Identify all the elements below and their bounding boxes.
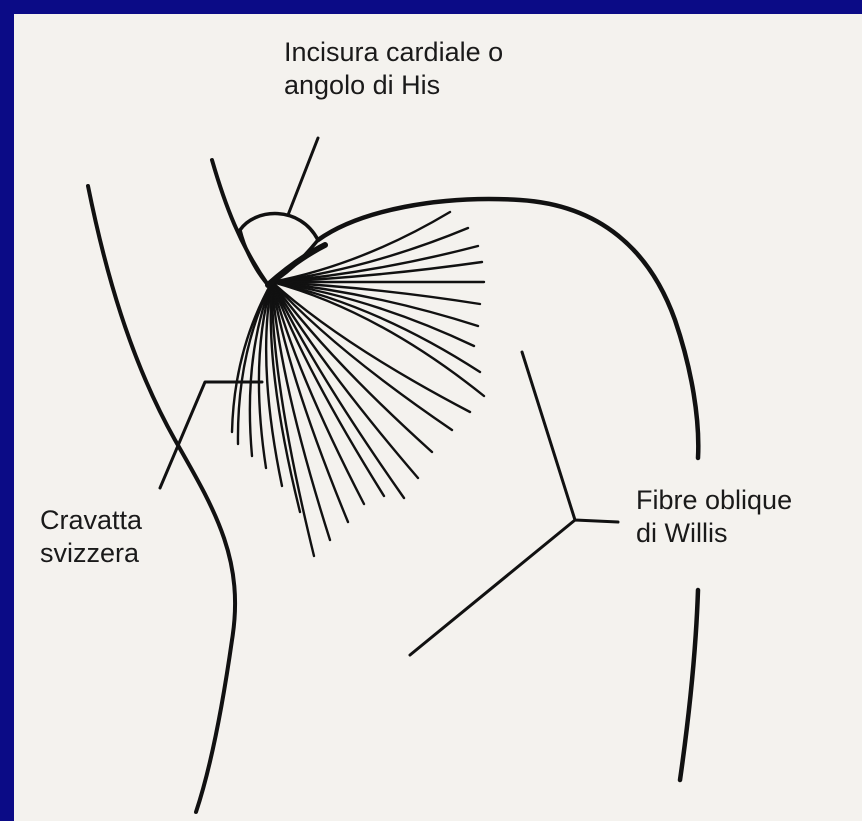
incisura-label-line1: Incisura cardiale o	[284, 36, 503, 69]
greater-curvature-lower	[680, 590, 698, 780]
willis-label-line1: Fibre oblique	[636, 484, 792, 517]
incisura-leader-line	[288, 138, 318, 215]
cravatta-svizzera-label: Cravatta svizzera	[40, 504, 142, 570]
oblique-fibres	[232, 212, 484, 556]
fibre-oblique-willis-label: Fibre oblique di Willis	[636, 484, 792, 550]
esophagus-wall	[212, 160, 268, 285]
cravatta-label-line1: Cravatta	[40, 504, 142, 537]
cravatta-label-line2: svizzera	[40, 537, 142, 570]
incisura-label-line2: angolo di His	[284, 69, 503, 102]
willis-label-line2: di Willis	[636, 517, 792, 550]
cravatta-leader-line	[160, 382, 262, 488]
lesser-curvature-outline	[88, 186, 235, 812]
incisura-cardiale-label: Incisura cardiale o angolo di His	[284, 36, 503, 102]
greater-curvature-upper	[318, 199, 698, 458]
